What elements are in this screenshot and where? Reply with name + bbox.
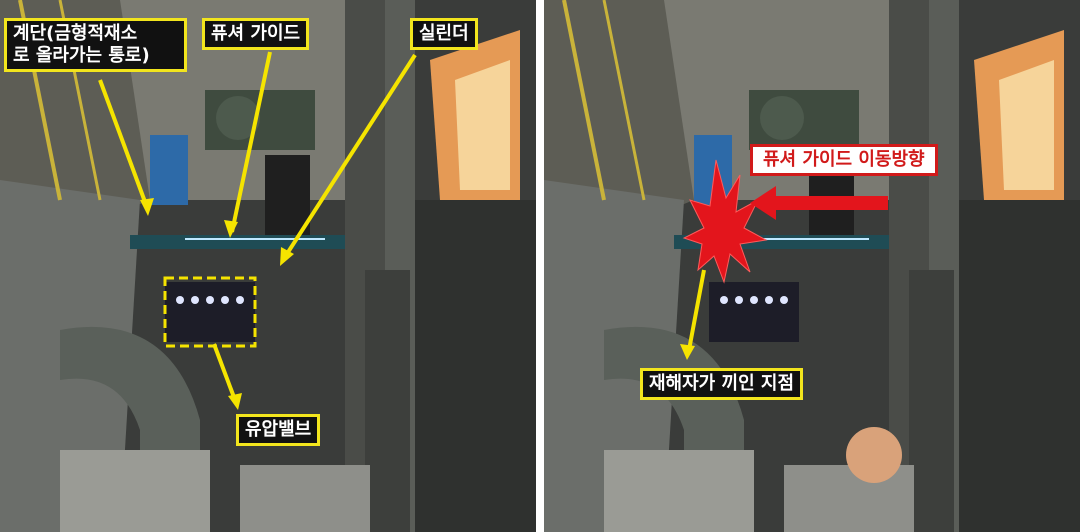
right-photo-panel: 퓨셔 가이드 이동방향 재해자가 끼인 지점 bbox=[544, 0, 1080, 532]
impact-burst-icon bbox=[682, 159, 768, 284]
stairs-label-line1: 계단(금형적재소 bbox=[13, 23, 138, 44]
stairs-label: 계단(금형적재소 로 올라가는 통로) bbox=[4, 18, 187, 72]
cylinder-label: 실린더 bbox=[410, 18, 478, 50]
fuser-guide-label: 퓨셔 가이드 bbox=[202, 18, 310, 50]
pinch-point-arrow bbox=[680, 269, 706, 360]
hydraulic-valve-label: 유압밸브 bbox=[236, 414, 321, 446]
pinch-point-label: 재해자가 끼인 지점 bbox=[640, 368, 804, 400]
left-scene-illustration bbox=[0, 0, 536, 532]
stairs-label-line2: 로 올라가는 통로) bbox=[13, 45, 150, 66]
movement-direction-arrow bbox=[750, 186, 888, 220]
left-photo-panel: 계단(금형적재소 로 올라가는 통로) 퓨셔 가이드 실린더 유압밸브 bbox=[0, 0, 536, 532]
right-scene-illustration bbox=[544, 0, 1080, 532]
left-arrows bbox=[98, 51, 417, 410]
movement-direction-label: 퓨셔 가이드 이동방향 bbox=[750, 144, 938, 176]
